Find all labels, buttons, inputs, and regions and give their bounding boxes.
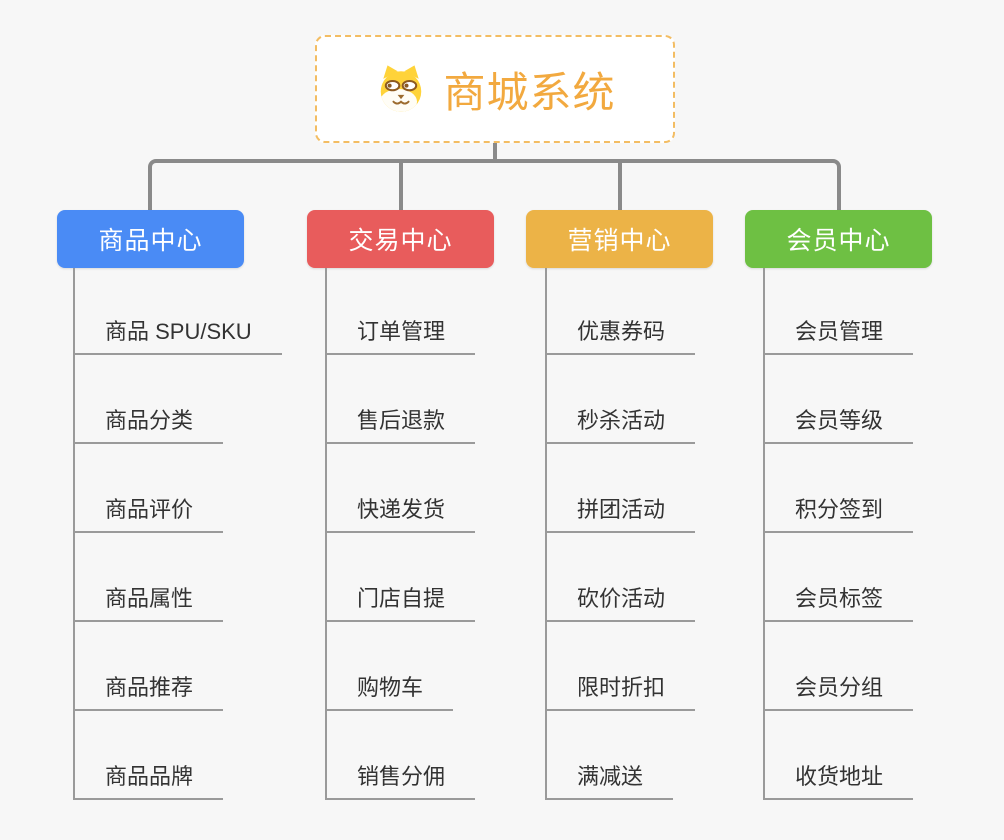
branch-children-marketing: 优惠券码 秒杀活动 拼团活动 砍价活动 限时折扣 满减送 [545,268,696,800]
leaf-node[interactable]: 秒杀活动 [547,355,696,444]
connector-elbow-right [497,159,841,210]
branch-label: 交易中心 [348,227,453,255]
branch-node-marketing[interactable]: 营销中心 [526,210,713,268]
doge-dog-face-icon [381,65,422,112]
leaf-node[interactable]: 订单管理 [327,268,476,355]
leaf-node[interactable]: 售后退款 [327,355,476,444]
leaf-node[interactable]: 商品推荐 [75,622,282,711]
leaf-node[interactable]: 商品评价 [75,444,282,533]
connector-drop-trade [399,163,403,210]
leaf-node[interactable]: 商品属性 [75,533,282,622]
leaf-node[interactable]: 满减送 [547,711,695,800]
branch-label: 商品中心 [98,227,203,255]
leaf-node[interactable]: 收货地址 [765,711,914,800]
connector-drop-marketing [618,163,622,210]
leaf-node[interactable]: 门店自提 [327,533,476,622]
root-node-mall-system[interactable]: 商城系统 [315,35,675,143]
leaf-node[interactable]: 限时折扣 [547,622,696,711]
leaf-node[interactable]: 拼团活动 [547,444,696,533]
branch-products: 商品中心 商品 SPU/SKU 商品分类 商品评价 商品属性 商品推荐 商品品牌 [57,210,282,800]
branch-marketing: 营销中心 优惠券码 秒杀活动 拼团活动 砍价活动 限时折扣 满减送 [526,210,713,800]
root-title: 商城系统 [443,68,616,116]
branch-label: 营销中心 [567,227,672,255]
leaf-node[interactable]: 砍价活动 [547,533,696,622]
leaf-node[interactable]: 会员等级 [765,355,914,444]
leaf-node[interactable]: 销售分佣 [327,711,476,800]
leaf-node[interactable]: 会员分组 [765,622,914,711]
branch-label: 会员中心 [786,227,891,255]
branch-members: 会员中心 会员管理 会员等级 积分签到 会员标签 会员分组 收货地址 [745,210,932,800]
connector-elbow-left [148,159,493,210]
leaf-node[interactable]: 积分签到 [765,444,914,533]
leaf-node[interactable]: 商品 SPU/SKU [75,268,282,355]
branch-node-members[interactable]: 会员中心 [745,210,932,268]
leaf-node[interactable]: 商品分类 [75,355,282,444]
leaf-node[interactable]: 商品品牌 [75,711,282,800]
leaf-node[interactable]: 快递发货 [327,444,476,533]
leaf-node[interactable]: 会员标签 [765,533,914,622]
branch-children-members: 会员管理 会员等级 积分签到 会员标签 会员分组 收货地址 [763,268,914,800]
leaf-node[interactable]: 会员管理 [765,268,914,355]
branch-children-trade: 订单管理 售后退款 快递发货 门店自提 购物车 销售分佣 [325,268,476,800]
branch-trade: 交易中心 订单管理 售后退款 快递发货 门店自提 购物车 销售分佣 [307,210,494,800]
connector-root-stub [493,143,497,163]
leaf-node[interactable]: 购物车 [327,622,475,711]
leaf-node[interactable]: 优惠券码 [547,268,696,355]
branch-node-trade[interactable]: 交易中心 [307,210,494,268]
branch-node-products[interactable]: 商品中心 [57,210,244,268]
branch-children-products: 商品 SPU/SKU 商品分类 商品评价 商品属性 商品推荐 商品品牌 [73,268,282,800]
